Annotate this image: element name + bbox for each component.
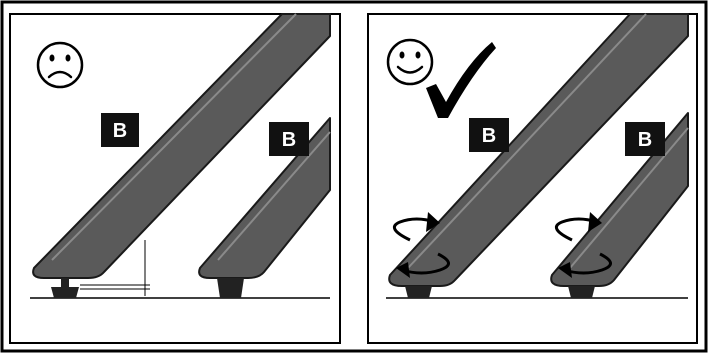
- leg-2: [198, 117, 331, 279]
- leg-body: [198, 117, 331, 279]
- panel-incorrect: B B: [9, 13, 341, 344]
- leg-label-text: B: [638, 129, 652, 151]
- leg-label-b: B: [625, 122, 665, 156]
- leg-1: [388, 13, 689, 287]
- leg-1: [32, 13, 331, 279]
- leg-body: [388, 13, 689, 287]
- leg-label-text: B: [282, 129, 296, 151]
- leg-2: [550, 112, 689, 287]
- leg-highlight: [569, 127, 689, 269]
- leg-highlight: [217, 131, 331, 261]
- adjuster-foot: [51, 287, 79, 298]
- leg-body: [550, 112, 689, 287]
- leg-label-text: B: [113, 120, 127, 142]
- leg-label-text: B: [482, 125, 496, 147]
- panel-correct: B B: [367, 13, 698, 344]
- leg-body: [32, 13, 331, 279]
- checkmark-icon: [426, 42, 496, 118]
- rotate-arrows-icon: [392, 212, 450, 278]
- leg-label-b: B: [469, 118, 509, 152]
- rotate-arrows-icon: [554, 212, 612, 278]
- leg-2-foot: [217, 278, 244, 298]
- adjuster-stem: [61, 278, 69, 287]
- happy-face-icon: [386, 38, 434, 86]
- leg-2-foot: [568, 286, 595, 298]
- sad-face-icon: [36, 41, 84, 89]
- leg-label-b: B: [101, 113, 139, 147]
- leg-highlight: [407, 13, 647, 269]
- leg-label-b: B: [269, 122, 309, 156]
- leg-1-foot: [405, 286, 432, 298]
- leg-highlight: [51, 13, 297, 261]
